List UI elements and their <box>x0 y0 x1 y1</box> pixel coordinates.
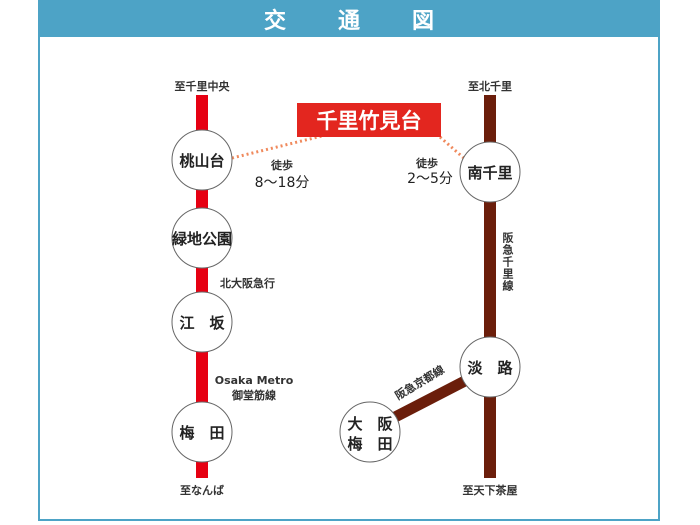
line-label: 御堂筋線 <box>231 388 276 402</box>
terminus-label: 至なんば <box>180 483 224 497</box>
destination-box <box>297 103 441 137</box>
terminus-label: 至北千里 <box>468 79 512 93</box>
station-label: 梅 田 <box>347 435 392 453</box>
line-label: 北大阪急行 <box>220 276 275 290</box>
walk-time: 2〜5分 <box>407 171 453 187</box>
title-char: 通 <box>337 8 360 34</box>
station-label: 緑地公園 <box>172 230 232 248</box>
station-label: 大 阪 <box>347 415 393 433</box>
station-label: 江 坂 <box>179 314 225 332</box>
walk-label: 徒歩 <box>415 156 438 170</box>
destination-label: 千里竹見台 <box>317 109 422 133</box>
station-label: 桃山台 <box>179 152 224 170</box>
line-label: Osaka Metro <box>215 374 294 387</box>
station-awaji: 淡 路 <box>459 336 521 398</box>
station-umeda: 梅 田 <box>171 401 233 463</box>
walk-route-right <box>439 135 467 162</box>
station-label: 梅 田 <box>179 424 224 442</box>
midosuji-line <box>196 95 208 478</box>
walk-label: 徒歩 <box>270 158 293 172</box>
station-label: 淡 路 <box>467 359 513 377</box>
station-ryokuchikoen: 緑地公園 <box>171 207 233 269</box>
line-label-hankyu-senri: 阪急千里線 <box>501 232 514 292</box>
station-osaka-umeda: 大 阪 梅 田 <box>339 401 401 463</box>
station-esaka: 江 坂 <box>171 291 233 353</box>
walk-time: 8〜18分 <box>255 175 310 191</box>
terminus-label: 至天下茶屋 <box>463 483 518 497</box>
station-momoyamadai: 桃山台 <box>171 129 233 191</box>
title-char: 交 <box>263 8 286 34</box>
station-label: 南千里 <box>467 164 512 182</box>
map-frame <box>38 0 660 521</box>
terminus-label: 至千里中央 <box>175 79 231 93</box>
title-char: 図 <box>412 8 435 34</box>
page-title: 交 通 図 <box>38 0 660 37</box>
walk-route-left <box>231 134 323 160</box>
station-minamisenri: 南千里 <box>459 141 521 203</box>
